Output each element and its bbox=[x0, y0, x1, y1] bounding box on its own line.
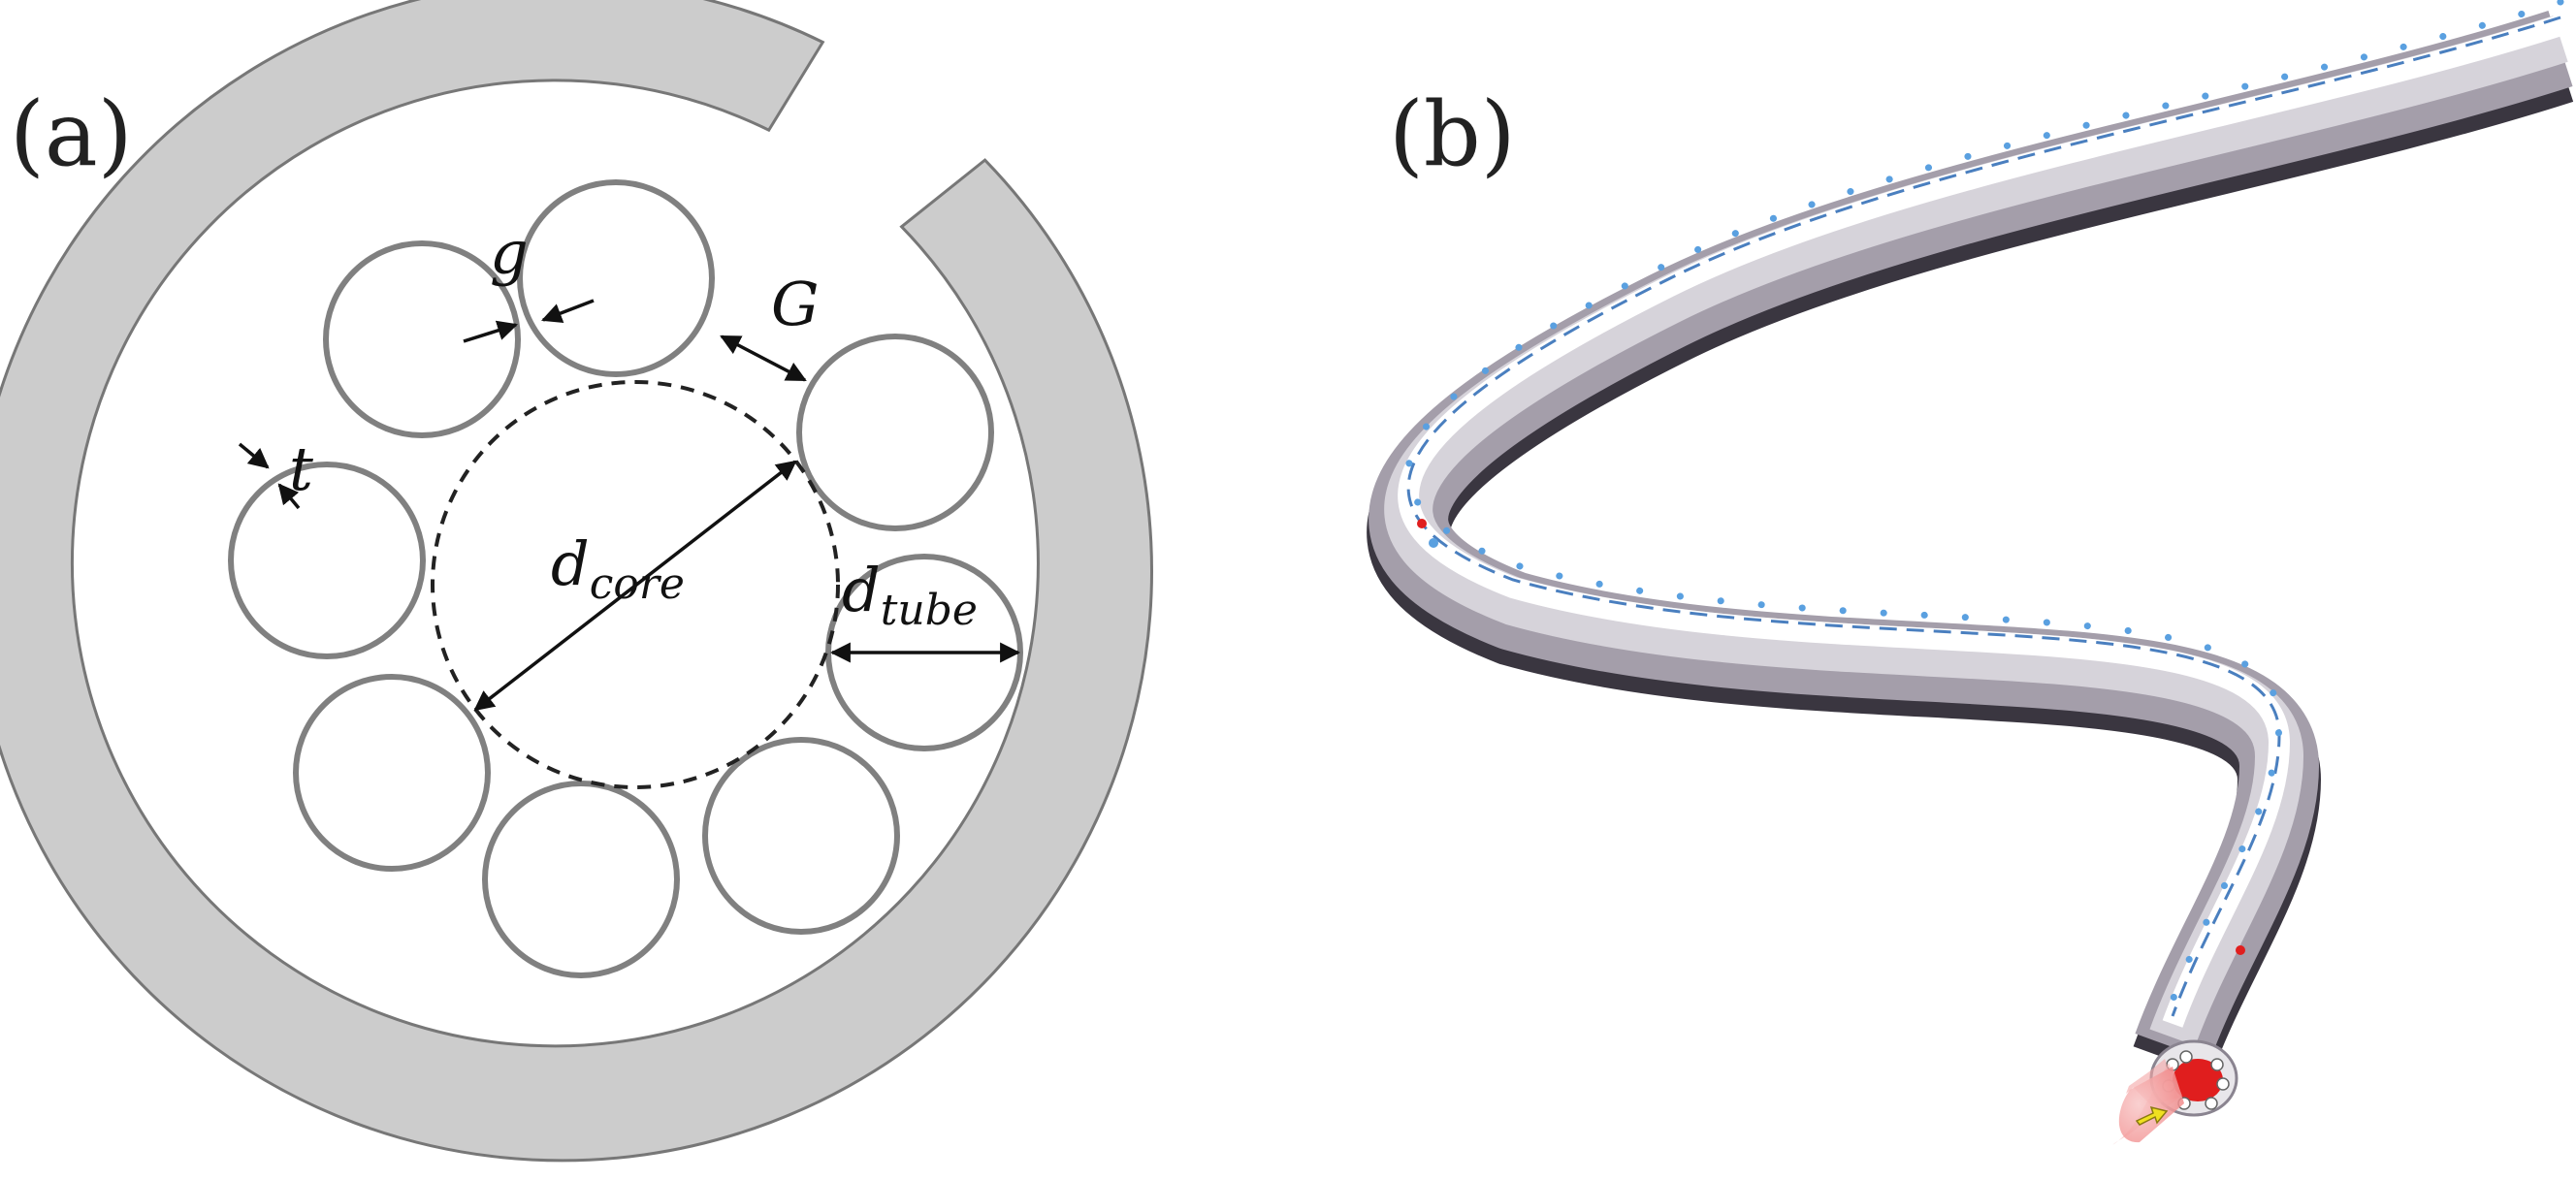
t-label: t bbox=[289, 433, 313, 504]
G-label: G bbox=[771, 269, 820, 339]
d-tube-sub: tube bbox=[881, 586, 978, 635]
t-arrow-inner bbox=[277, 483, 301, 510]
G-arrow bbox=[720, 335, 807, 382]
end-face-tube-4 bbox=[2216, 1077, 2230, 1091]
dimension-d-core: dcore bbox=[473, 460, 797, 712]
d-tube-main: d bbox=[842, 555, 881, 625]
panel-b: (b) bbox=[1367, 0, 2574, 1145]
coiled-fiber bbox=[1367, 0, 2574, 1145]
d-core-label: dcore bbox=[551, 528, 685, 609]
light-direction-arrow-icon bbox=[2135, 1105, 2169, 1126]
light-cone-main bbox=[2118, 1067, 2184, 1143]
dimension-g: g bbox=[463, 217, 595, 343]
panel-a: (a) g G t bbox=[0, 0, 1153, 1163]
g-arrow-left bbox=[463, 320, 519, 343]
tube-bottom-right bbox=[702, 737, 900, 935]
d-core-sub: core bbox=[590, 559, 685, 609]
tube-bottom bbox=[482, 781, 680, 978]
tube-left bbox=[228, 462, 426, 659]
g-arrow-right bbox=[541, 299, 595, 324]
tube-top bbox=[517, 179, 715, 377]
d-core-arrow bbox=[473, 460, 797, 712]
dimension-t: t bbox=[238, 433, 313, 510]
red-hint-left-2 bbox=[1417, 519, 1427, 528]
end-face-core-light bbox=[2173, 1059, 2223, 1101]
end-face-tube-7 bbox=[2205, 1097, 2218, 1110]
tube-right-upper bbox=[796, 334, 994, 531]
t-arrow-outer bbox=[238, 442, 270, 469]
dimension-d-tube: dtube bbox=[829, 555, 1021, 663]
dimension-G: G bbox=[720, 269, 820, 382]
red-hint-right bbox=[2236, 945, 2245, 955]
end-face-tube-2 bbox=[2179, 1050, 2193, 1064]
fiber-body-mid bbox=[1384, 16, 2568, 1046]
g-label: g bbox=[490, 217, 529, 288]
panel-a-label: (a) bbox=[10, 82, 133, 186]
end-face-tube-3 bbox=[2210, 1058, 2224, 1071]
fiber-body-highlight bbox=[1398, 15, 2564, 1028]
panel-b-label: (b) bbox=[1389, 82, 1516, 186]
tube-bottom-left bbox=[293, 674, 491, 872]
d-core-main: d bbox=[551, 528, 590, 599]
hollow-core-boundary bbox=[431, 380, 840, 789]
red-hint-left bbox=[1429, 538, 1438, 548]
outer-jacket-ring bbox=[0, 0, 1153, 1163]
d-tube-label: dtube bbox=[842, 555, 978, 635]
